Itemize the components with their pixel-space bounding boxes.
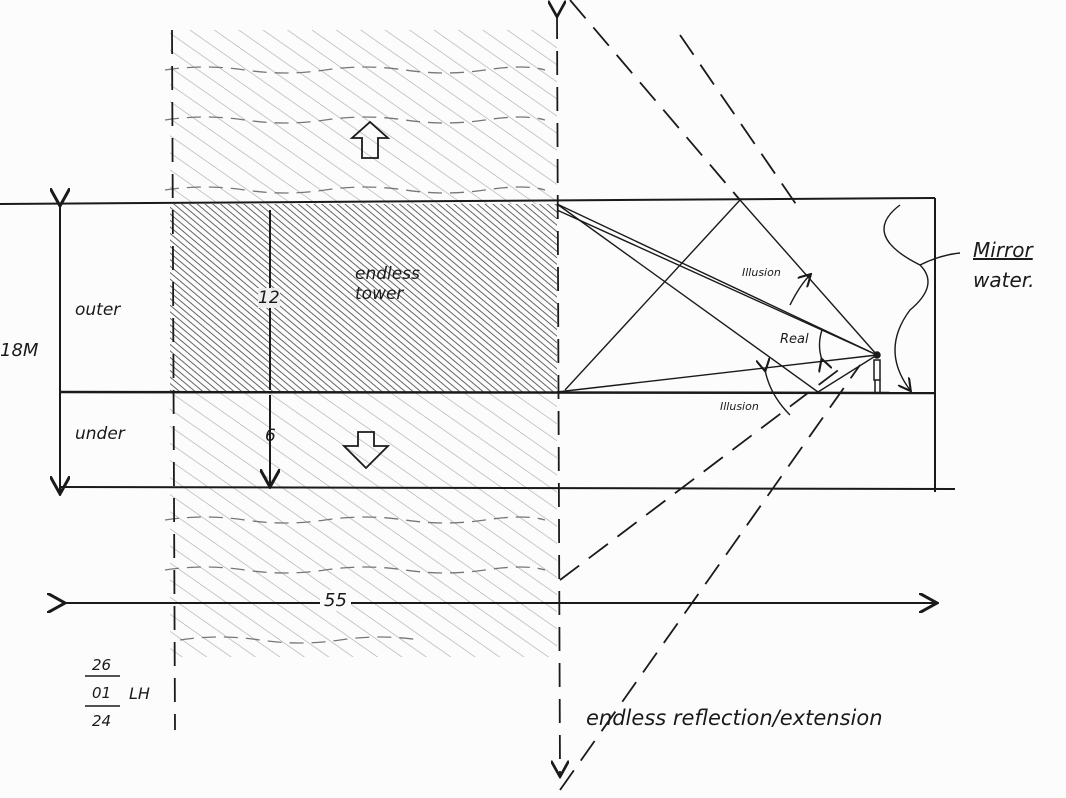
top-line [0, 197, 936, 205]
water-label: water. [973, 268, 1035, 292]
outer-label: outer [75, 300, 121, 320]
person-figure [873, 351, 881, 392]
outer-height-label: 12 [258, 288, 280, 308]
initials: LH [129, 684, 150, 703]
under-label: under [75, 424, 125, 444]
under-height-label: 6 [265, 426, 276, 446]
down-arrow-icon [341, 431, 391, 470]
tower-dark-hatch [170, 204, 557, 392]
caption: endless reflection/extension [586, 706, 883, 730]
right-dashed-axis [557, 15, 560, 775]
bottom-line [59, 486, 956, 490]
width-label: 55 [320, 590, 351, 611]
tower-label: endless tower [355, 264, 420, 304]
illusion-upper-label: Illusion [742, 266, 781, 279]
mirror-pointer [883, 204, 929, 390]
date-month: 01 [92, 684, 112, 702]
reflected-ray-lower-1 [559, 364, 846, 581]
total-height-label: 18M [0, 340, 39, 361]
mirror-label: Mirror [973, 238, 1033, 262]
real-label: Real [780, 332, 809, 347]
date-day: 26 [92, 656, 112, 674]
ray-bottom [556, 354, 878, 393]
date-year: 24 [92, 712, 112, 730]
illusion-lower-label: Illusion [720, 400, 759, 413]
ray-real [556, 203, 878, 356]
up-arrow-icon [349, 120, 391, 159]
reflected-ray-lower-2 [559, 364, 861, 791]
reflected-ray-upper-1 [569, 0, 741, 201]
water-line [59, 390, 936, 395]
left-dashed-axis [171, 29, 176, 731]
